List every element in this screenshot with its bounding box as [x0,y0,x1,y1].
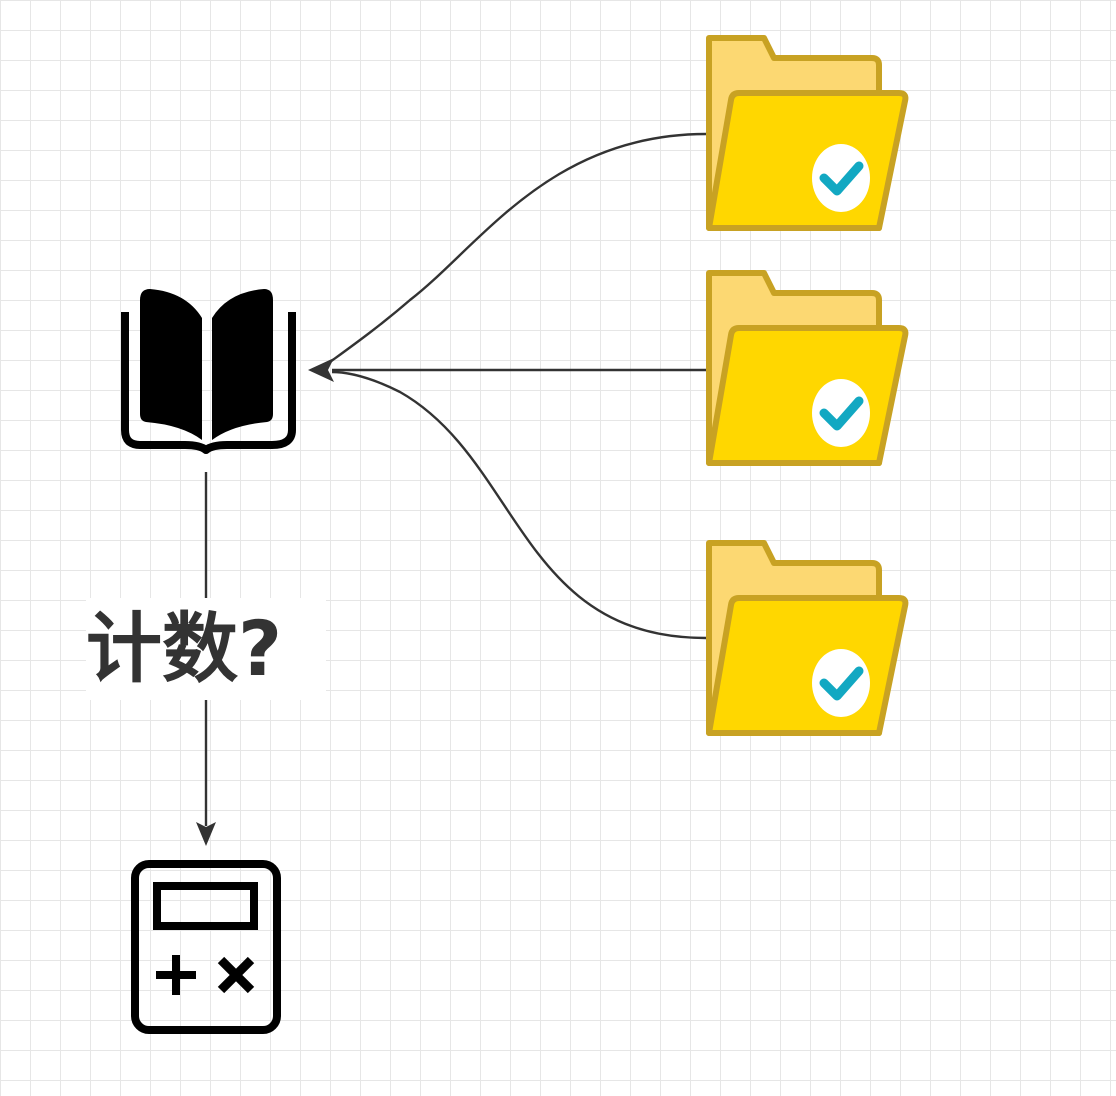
edge-folder1-book [329,132,707,363]
calculator-icon[interactable] [131,860,281,1034]
edge-label: 计数? [86,598,326,700]
folder-check-icon[interactable] [709,543,905,733]
edge-folder3-book [331,370,707,640]
folder-check-icon[interactable] [709,273,905,463]
arrowhead-calculator [196,822,216,846]
arrowhead-book [308,358,334,382]
book-open-icon[interactable] [121,289,296,454]
folder-check-icon[interactable] [709,38,905,228]
